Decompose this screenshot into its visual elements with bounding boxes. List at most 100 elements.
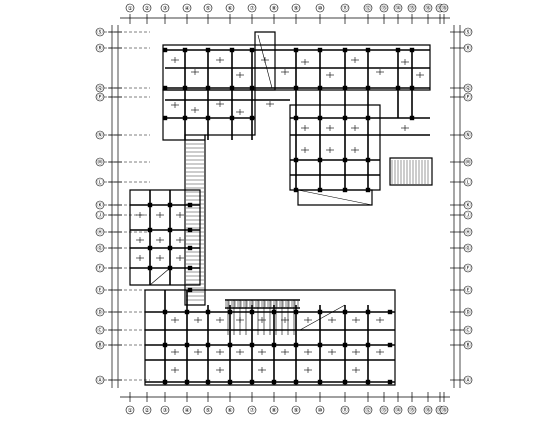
axis-bubble-circle [463, 227, 473, 237]
building-wing [129, 189, 201, 286]
axis-bubble-label: Ⓕ [97, 264, 103, 272]
axis-bubble-circle [95, 92, 105, 102]
axis-grid-lines [104, 31, 150, 381]
column [342, 379, 348, 385]
column [147, 202, 153, 208]
axis-bubble-label: ⑬ [381, 4, 387, 12]
column [184, 342, 190, 348]
top-axis-bubble: ⑩ [315, 3, 325, 13]
column [271, 342, 277, 348]
building-wing [289, 104, 381, 191]
axis-bubble-circle [95, 200, 105, 210]
axis-bubble-circle [95, 307, 105, 317]
bottom-axis-bubble: ⑩ [315, 405, 325, 415]
column [387, 342, 393, 348]
axis-bubble-circle [463, 285, 473, 295]
axis-bubble-label: Ⓜ [465, 158, 471, 166]
column [167, 202, 173, 208]
column [293, 379, 299, 385]
column-marks [147, 47, 415, 385]
left-axis-bubble: Ⓐ [95, 375, 105, 385]
column [317, 47, 323, 53]
stair-diagonal [257, 34, 273, 89]
axis-bubble-circle [95, 325, 105, 335]
axis-bubble-circle [269, 405, 279, 415]
column [249, 47, 255, 53]
axis-bubble-circle [463, 375, 473, 385]
left-axis-bubble: Ⓝ [95, 130, 105, 140]
axis-bubble-label: ⑧ [272, 6, 277, 12]
axis-bubble-label: Ⓗ [97, 228, 103, 236]
column [227, 309, 233, 315]
axis-bubble-label: ⑨ [294, 407, 299, 414]
column [317, 309, 323, 315]
axis-bubble-circle [363, 405, 373, 415]
right-axis-bubble: Ⓢ [463, 27, 473, 37]
right-axis-bubble: Ⓙ [463, 210, 473, 220]
axis-bubble-circle [95, 340, 105, 350]
axis-bubble-label: Ⓢ [465, 28, 471, 36]
right-axis-bubble: Ⓡ [463, 43, 473, 53]
axis-bubble-circle [95, 227, 105, 237]
axis-bubble-circle [463, 325, 473, 335]
column [317, 85, 323, 91]
bottom-axis-bubble: ⑧ [269, 405, 279, 415]
column [293, 309, 299, 315]
top-axis-bubble: ⑬ [379, 3, 389, 13]
beam-lines [130, 49, 430, 385]
axis-bubble-circle [142, 405, 152, 415]
left-axis-bubble: Ⓢ [95, 27, 105, 37]
right-axis-bubble: Ⓠ [463, 83, 473, 93]
column [365, 157, 371, 163]
bottom-axis-bubble: ⑯ [423, 405, 433, 415]
axis-bubble-circle [315, 405, 325, 415]
axis-bubble-label: Ⓜ [97, 158, 103, 166]
axis-bubble-label: ⑫ [365, 4, 371, 12]
building-wing [162, 44, 431, 91]
left-axis-bubble: Ⓜ [95, 157, 105, 167]
right-axis-bubble: Ⓖ [463, 243, 473, 253]
column [293, 342, 299, 348]
axis-bubble-circle [225, 3, 235, 13]
column [229, 47, 235, 53]
axis-bubble-circle [142, 3, 152, 13]
column [205, 309, 211, 315]
axis-bubble-label: Ⓖ [97, 244, 103, 252]
axis-bubble-circle [463, 177, 473, 187]
column [162, 47, 168, 53]
axis-bubble-label: Ⓔ [97, 286, 103, 294]
column [184, 309, 190, 315]
column [249, 85, 255, 91]
column [293, 115, 299, 121]
axis-bubble-label: Ⓝ [97, 131, 103, 139]
axis-bubble-circle [95, 243, 105, 253]
bottom-axis-bubble: ⑥ [225, 405, 235, 415]
axis-bubble-label: Ⓟ [465, 93, 471, 101]
axis-bubble-circle [160, 405, 170, 415]
column [342, 187, 348, 193]
column [365, 85, 371, 91]
top-axis-bubble: ⑪ [340, 3, 350, 13]
column [227, 379, 233, 385]
axis-bubble-circle [463, 200, 473, 210]
building-wing [254, 31, 276, 91]
right-axis-bubble: Ⓓ [463, 307, 473, 317]
column [387, 379, 393, 385]
top-axis-bubble: ⑧ [269, 3, 279, 13]
column [229, 85, 235, 91]
column [342, 115, 348, 121]
axis-bubble-circle [95, 177, 105, 187]
left-axis-bubble: Ⓗ [95, 227, 105, 237]
column [162, 342, 168, 348]
column [293, 85, 299, 91]
column [182, 47, 188, 53]
axis-bubble-label: Ⓗ [465, 228, 471, 236]
column [205, 379, 211, 385]
column [162, 379, 168, 385]
axis-bubble-circle [407, 405, 417, 415]
bottom-axis-bubble: ⑨ [291, 405, 301, 415]
top-axis-bubble: ⑭ [393, 3, 403, 13]
axis-bubble-label: ⑮ [409, 4, 415, 12]
column [342, 157, 348, 163]
